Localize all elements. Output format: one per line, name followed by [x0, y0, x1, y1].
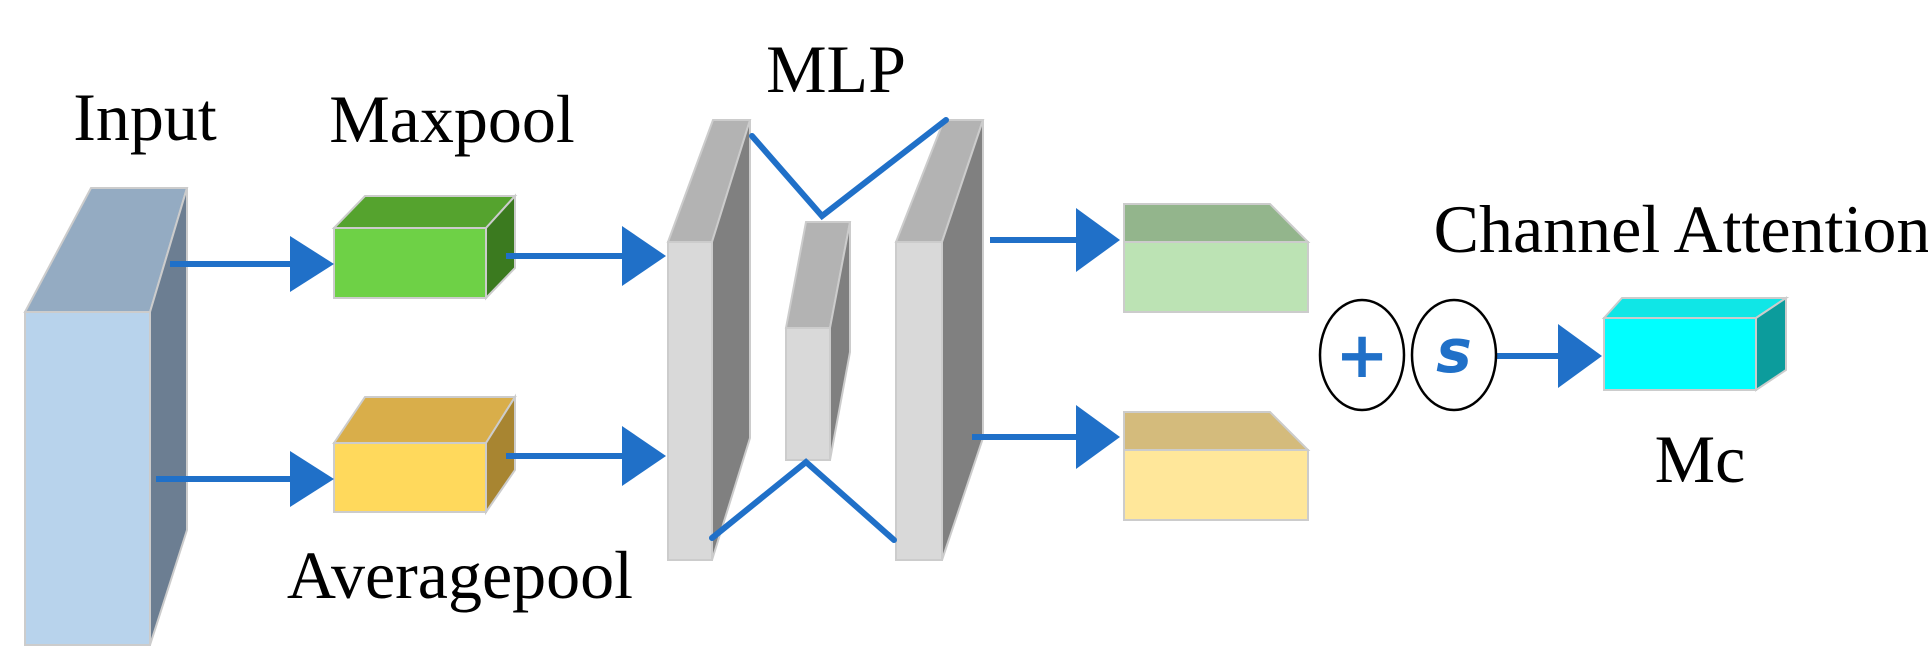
input-block: [23, 187, 189, 646]
maxpool-block-top: [331, 195, 518, 229]
add-symbol: +: [1335, 319, 1389, 393]
mlp-connections: [709, 117, 949, 543]
sigmoid-symbol: s: [1436, 317, 1472, 387]
averagepool-label: Averagepool: [287, 537, 633, 613]
channel-attention-label: Channel Attention: [1434, 191, 1928, 267]
mlp-layer-input: [666, 119, 752, 561]
mlp-connection-bottom: [709, 458, 897, 543]
averagepool-block-front: [333, 442, 487, 513]
mlp-output-avg-block: [1123, 411, 1311, 521]
mlp-label: MLP: [766, 31, 906, 107]
mlp-output-avg-top: [1123, 411, 1311, 451]
sigmoid-operator: s: [1410, 298, 1498, 412]
arrow-mlp-to-avg-output-head: [1076, 405, 1120, 469]
maxpool-block-front: [333, 227, 487, 299]
input-label: Input: [73, 79, 217, 155]
mc-block: [1601, 296, 1790, 392]
mlp-layer-hidden: [784, 221, 852, 461]
mlp-output-avg-front: [1123, 449, 1309, 521]
averagepool-block: [332, 393, 517, 516]
input-block-front: [24, 311, 151, 646]
arrow-input-to-maxpool-head: [290, 236, 334, 292]
mlp-connection-top: [749, 117, 949, 221]
mc-label: Mc: [1655, 421, 1746, 497]
mlp-layer-output-front: [895, 241, 943, 561]
mlp-output-max-front: [1123, 241, 1309, 313]
arrow-maxpool-to-mlp-head: [622, 226, 666, 286]
averagepool-block-top: [332, 396, 517, 444]
arrow-sigmoid-to-mc-head: [1558, 324, 1602, 388]
arrow-mlp-to-max-output-head: [1076, 208, 1120, 272]
mc-block-front: [1603, 317, 1757, 391]
arrow-averagepool-to-mlp-head: [622, 426, 666, 486]
maxpool-label: Maxpool: [329, 81, 575, 157]
arrows: [156, 208, 1602, 507]
add-operator-circle: [1318, 298, 1406, 412]
mlp-layer-output: [894, 119, 985, 561]
mlp-output-max-block: [1123, 203, 1311, 313]
arrow-input-to-averagepool-head: [290, 451, 334, 507]
mlp-layer-hidden-front: [785, 327, 831, 461]
mlp-layer-input-front: [667, 241, 713, 561]
maxpool-block: [331, 193, 518, 301]
add-operator: +: [1318, 298, 1406, 412]
sigmoid-operator-circle: [1410, 298, 1498, 412]
